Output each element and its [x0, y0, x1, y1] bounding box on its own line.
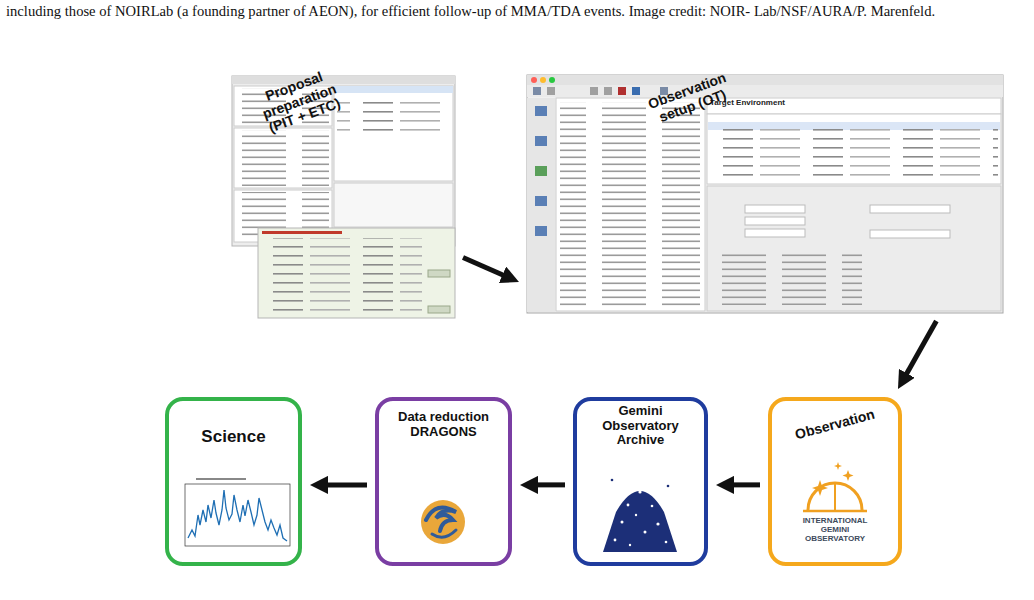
window-button — [540, 77, 546, 83]
logo-swirl — [426, 508, 456, 532]
etc-panel — [258, 228, 455, 318]
star-dot — [614, 539, 617, 542]
flow-arrow — [327, 482, 367, 487]
plot-frame — [185, 484, 290, 546]
window-frame — [527, 75, 1003, 313]
caption-fragment: including those of NOIRLab (a founding p… — [6, 3, 1028, 21]
window-button — [549, 77, 555, 83]
side-icon — [535, 226, 547, 236]
side-bar — [527, 98, 555, 312]
toolbar-icon — [547, 87, 555, 95]
title-bar — [527, 75, 1003, 85]
target-table — [707, 114, 1001, 184]
ot-screenshot — [527, 75, 1003, 313]
dragons-logo — [421, 500, 465, 544]
star-dot — [651, 505, 654, 508]
star-dot — [665, 541, 668, 544]
input-field — [745, 217, 805, 225]
screenshot-panel: Proposal preparation (PIT + ETC) — [232, 76, 455, 318]
screenshot-panel: Target EnvironmentObservation setup (OT) — [527, 75, 1003, 313]
flow-arrow — [733, 482, 760, 487]
star-dot — [629, 544, 631, 546]
toolbar — [527, 85, 1003, 97]
title-bar — [232, 76, 455, 84]
text-lines — [710, 122, 998, 180]
archive-shape — [603, 491, 677, 552]
input-field — [870, 205, 950, 213]
flow-arrow — [537, 482, 565, 487]
star-dot — [638, 490, 641, 493]
stage-box: Data reduction DRAGONS — [375, 397, 512, 566]
sparkle — [834, 462, 842, 470]
tree-panel — [556, 98, 705, 311]
button — [428, 306, 450, 313]
stage-box: Gemini Observatory Archive — [573, 397, 708, 566]
sparkle — [812, 480, 828, 496]
stage-label: Science — [169, 427, 298, 446]
stage-label: Observation setup (OT) — [638, 67, 743, 131]
logo-disc — [421, 500, 465, 544]
star-dot — [611, 479, 614, 482]
dome-base — [803, 510, 867, 513]
toolbar-icon — [604, 87, 612, 95]
spectrum-line — [188, 490, 287, 541]
window-button — [531, 77, 537, 83]
text-lines — [262, 238, 422, 314]
star-dot — [621, 521, 624, 524]
text-lines — [712, 250, 862, 305]
stage-label: Data reduction DRAGONS — [398, 410, 489, 439]
logo-swirl — [432, 530, 456, 537]
toolbar-icon — [590, 87, 598, 95]
dome-slit — [834, 484, 836, 510]
logo-text: INTERNATIONAL GEMINI OBSERVATORY — [795, 517, 875, 544]
form-panel — [234, 128, 332, 188]
stage-label: Gemini Observatory Archive — [595, 404, 686, 448]
flow-arrow — [463, 258, 503, 276]
button — [428, 270, 450, 277]
star-dot — [627, 504, 630, 507]
archive-illustration — [603, 479, 677, 552]
observation-panel — [334, 86, 453, 181]
star-dot — [656, 522, 659, 525]
sparkle — [843, 470, 854, 481]
plot-title-bar — [196, 478, 246, 480]
text-lines — [560, 102, 700, 307]
toolbar-icon — [533, 87, 541, 95]
text-lines — [337, 95, 449, 135]
gemini-logo — [803, 462, 867, 511]
input-field — [745, 205, 805, 213]
stage-label: Observation — [785, 404, 886, 445]
input-field — [870, 230, 950, 238]
star-dot — [644, 531, 647, 534]
side-icon — [535, 136, 547, 146]
star-dot — [667, 485, 670, 488]
side-icon — [535, 196, 547, 206]
form-panel — [334, 183, 453, 227]
stage-label: Proposal preparation (PIT + ETC) — [247, 63, 352, 140]
text-lines — [237, 130, 329, 186]
star-dot — [635, 514, 637, 516]
toolbar-icon — [618, 87, 626, 95]
form-panel — [707, 186, 1001, 311]
side-icon — [535, 166, 547, 176]
input-field — [745, 229, 805, 237]
stage-box: Science — [165, 397, 302, 566]
flow-arrow — [906, 321, 936, 374]
stage-box: ObservationINTERNATIONAL GEMINI OBSERVAT… — [768, 397, 902, 566]
side-icon — [535, 106, 547, 116]
heading-panel — [707, 98, 1001, 114]
panel-header — [334, 86, 453, 93]
spectrum-plot — [185, 478, 290, 546]
etc-heading-bar — [262, 231, 342, 234]
toolbar-icon — [632, 87, 640, 95]
